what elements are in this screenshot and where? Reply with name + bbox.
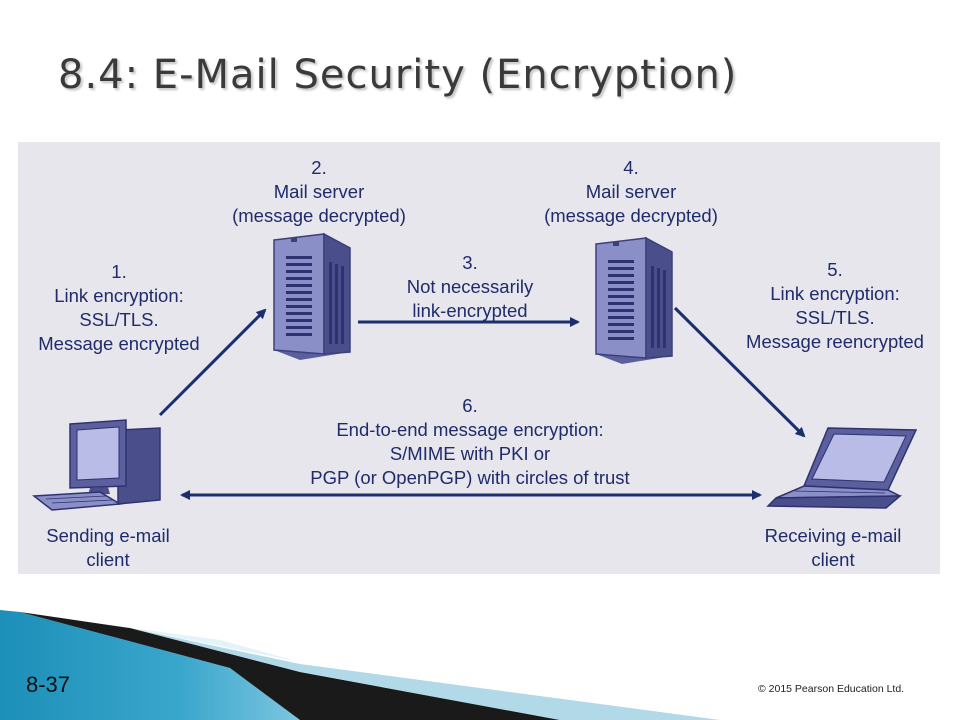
- label-step-4-mail-server: 4. Mail server (message decrypted): [544, 157, 718, 226]
- label-step-5: 5. Link encryption: SSL/TLS. Message ree…: [746, 259, 924, 352]
- laptop-icon: [766, 427, 918, 509]
- copyright-notice: © 2015 Pearson Education Ltd.: [758, 683, 905, 695]
- page-title: 8.4: E-Mail Security (Encryption): [58, 52, 738, 98]
- label-step-1: 1. Link encryption: SSL/TLS. Message enc…: [38, 261, 200, 354]
- slide-number: 8-37: [26, 672, 71, 697]
- server-icon: [595, 236, 673, 364]
- label-sending-client: Sending e-mail client: [46, 525, 170, 570]
- label-receiving-client: Receiving e-mail client: [764, 525, 902, 570]
- desktop-computer-icon: [31, 419, 161, 511]
- arrow-server2-to-receiver: [673, 306, 806, 438]
- label-step-3: 3. Not necessarily link-encrypted: [406, 252, 534, 321]
- server-icon: [273, 232, 351, 360]
- label-step-2-mail-server: 2. Mail server (message decrypted): [232, 157, 406, 226]
- label-step-6-end-to-end: 6. End-to-end message encryption: S/MIME…: [310, 395, 630, 488]
- arrow-sender-to-server1: [158, 308, 267, 417]
